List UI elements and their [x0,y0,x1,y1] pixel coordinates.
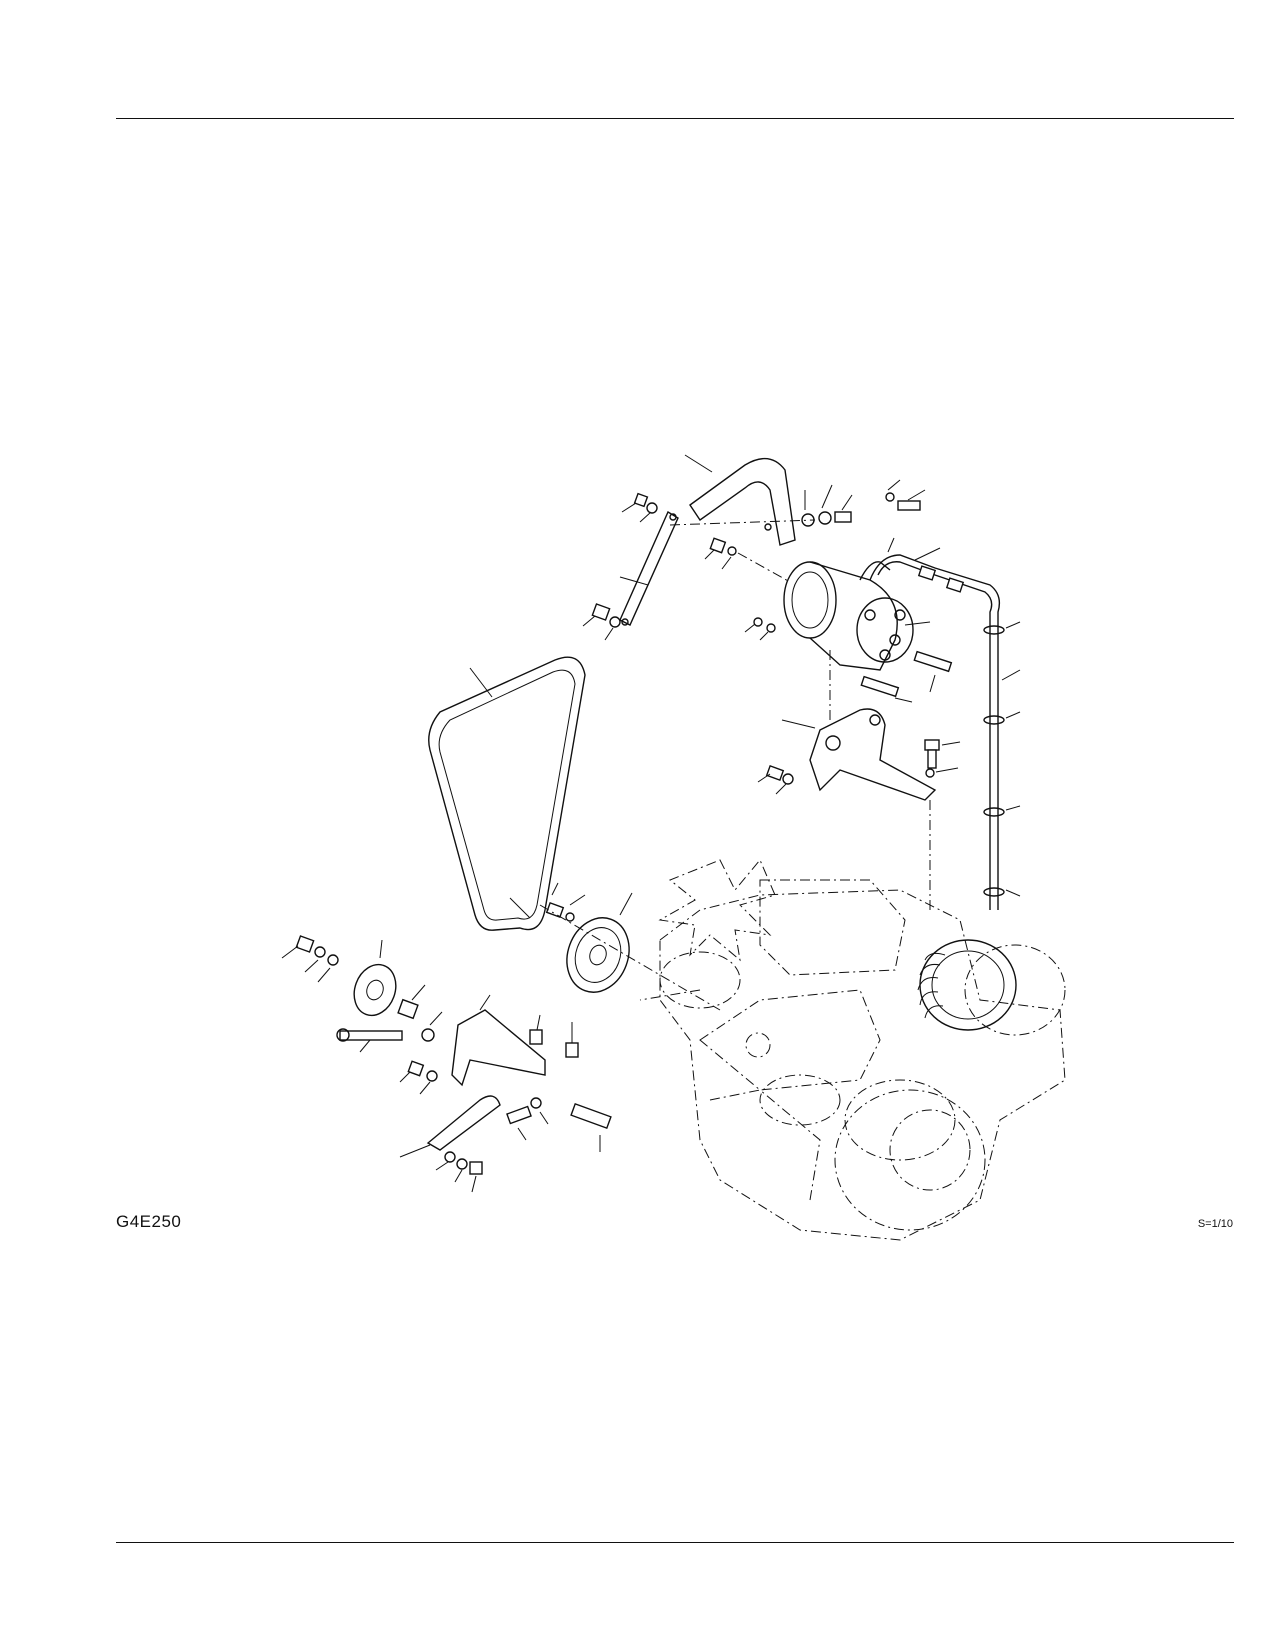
adjusting-link [582,510,791,641]
figure-code: G4E250 [116,1212,182,1231]
compressor-mount-bolts [744,617,953,720]
ac-hose [869,537,1021,910]
hose-clamps [983,621,1021,897]
engine-block-outline [639,859,1066,1241]
compressor-upper-bracket [669,454,816,546]
scale-label: S=1/10 [1197,1218,1233,1230]
idler-pulley-assembly [281,935,612,1193]
bracket-washers-bolts [621,479,926,527]
footer-rule [116,1542,1234,1543]
v-belt [428,656,586,931]
header-rule [116,118,1234,119]
ac-compressor [783,561,931,671]
compressor-lower-bracket [757,708,961,910]
crankshaft-pulley [539,882,721,1011]
